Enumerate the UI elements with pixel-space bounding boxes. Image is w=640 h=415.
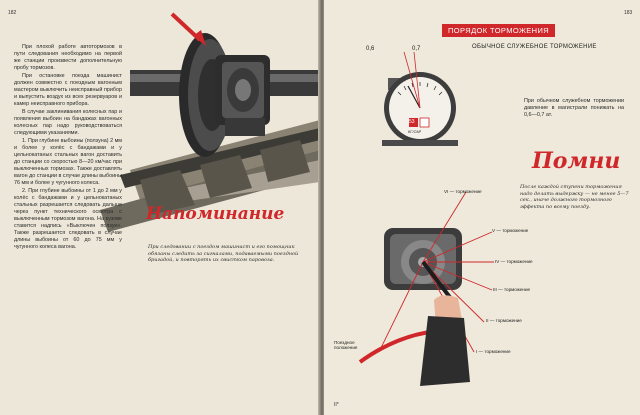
running-position-label: Поездное положение (334, 340, 358, 350)
footer-mark: II* (334, 402, 339, 408)
page-number-right: 183 (624, 10, 633, 16)
brake-diagram (358, 51, 494, 386)
paragraph: При остановке поезда машинист должен сов… (14, 73, 122, 107)
right-page: 183 ПОРЯДОК ТОРМОЖЕНИЯ ОБЫЧНОЕ СЛУЖЕБНОЕ… (324, 0, 640, 415)
position-label: IV — торможение (495, 259, 533, 264)
paragraph: 2. При глубине выбоины от 1 до 2 мм у ко… (14, 188, 122, 250)
left-page: 182 (0, 0, 320, 415)
gauge-mark-high: 0,7 (412, 46, 421, 52)
gauge-display: 53 (409, 119, 415, 125)
reminder-note: При следовании с поездом машинист и его … (148, 244, 299, 263)
service-brake-text: При обычном служебном торможении давлени… (524, 98, 624, 118)
paragraph: 1. При глубине выбоины (ползуна) 2 мм и … (14, 138, 122, 186)
gauge-unit: КГ/СМ² (408, 129, 422, 134)
section-header: ПОРЯДОК ТОРМОЖЕНИЯ (442, 24, 556, 37)
remember-note: После каждой ступени торможения надо дел… (520, 184, 629, 210)
position-label: II — торможение (486, 318, 522, 323)
page-number-left: 182 (8, 10, 17, 16)
position-label: V — торможение (492, 228, 529, 233)
paragraph: При плохой работе автотормозов в пути сл… (14, 44, 122, 71)
stamp-remember: Помни (532, 148, 621, 174)
gauge-mark-low: 0,6 (366, 46, 375, 52)
position-label: III — торможение (493, 287, 531, 292)
paragraph: В случае заклинивания колесных пар и поя… (14, 109, 122, 136)
wheel-illustration (100, 12, 320, 232)
stamp-reminder: Напоминание (146, 204, 285, 224)
book-gutter (318, 0, 326, 415)
left-text-column: При плохой работе автотормозов в пути сл… (14, 44, 122, 252)
position-label: VI — торможение (444, 189, 482, 194)
section-subheader: ОБЫЧНОЕ СЛУЖЕБНОЕ ТОРМОЖЕНИЕ (472, 44, 597, 50)
position-label: I — торможение (476, 349, 511, 354)
